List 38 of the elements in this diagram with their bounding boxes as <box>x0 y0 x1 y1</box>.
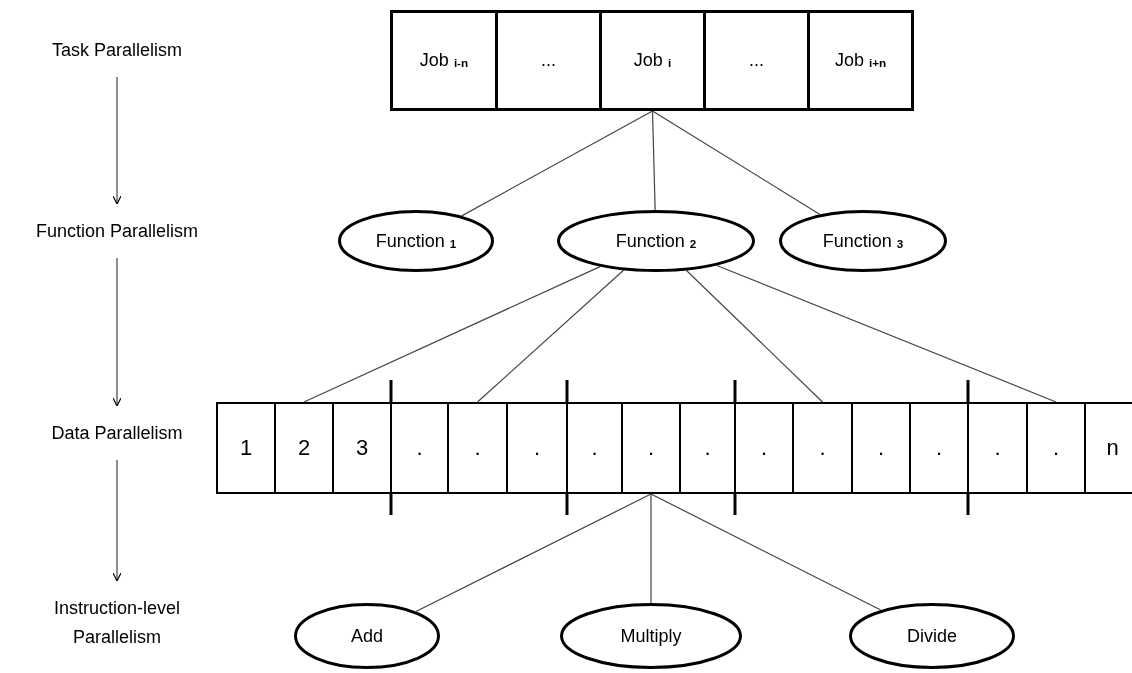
data-cell: . <box>734 402 794 494</box>
level-label: Function Parallelism <box>0 216 234 246</box>
data-cell: . <box>621 402 681 494</box>
data-cell: 2 <box>274 402 334 494</box>
data-cell: . <box>909 402 969 494</box>
data-cell: . <box>792 402 853 494</box>
arrow <box>112 76 122 205</box>
arrow <box>112 459 122 582</box>
level-label: Data Parallelism <box>17 418 217 448</box>
connector-line <box>476 269 625 403</box>
operation-ellipse: Add <box>294 603 440 669</box>
connector-line <box>650 493 882 611</box>
data-cell: . <box>679 402 736 494</box>
data-cell: . <box>447 402 508 494</box>
level-label: Task Parallelism <box>17 35 217 65</box>
connector-line <box>685 269 824 403</box>
level-label: Instruction-level Parallelism <box>22 593 212 653</box>
data-cell: 1 <box>216 402 276 494</box>
connector-line <box>651 110 821 215</box>
operation-ellipse: Multiply <box>560 603 742 669</box>
operation-ellipse: Divide <box>849 603 1015 669</box>
data-cell: 3 <box>332 402 392 494</box>
data-cell: . <box>566 402 623 494</box>
job-cell: ... <box>703 10 810 111</box>
connector-line <box>716 264 1057 403</box>
data-cell: . <box>390 402 449 494</box>
data-cell: . <box>967 402 1028 494</box>
connector-line <box>461 110 654 217</box>
arrow <box>112 257 122 407</box>
data-cell: . <box>1026 402 1086 494</box>
connector-line <box>651 110 656 211</box>
data-cell: n <box>1084 402 1132 494</box>
job-cell: ... <box>495 10 602 111</box>
data-cell: . <box>851 402 911 494</box>
data-cell: . <box>506 402 568 494</box>
connector-line <box>303 265 601 403</box>
connector-line <box>650 493 652 604</box>
connector-line <box>415 493 652 613</box>
